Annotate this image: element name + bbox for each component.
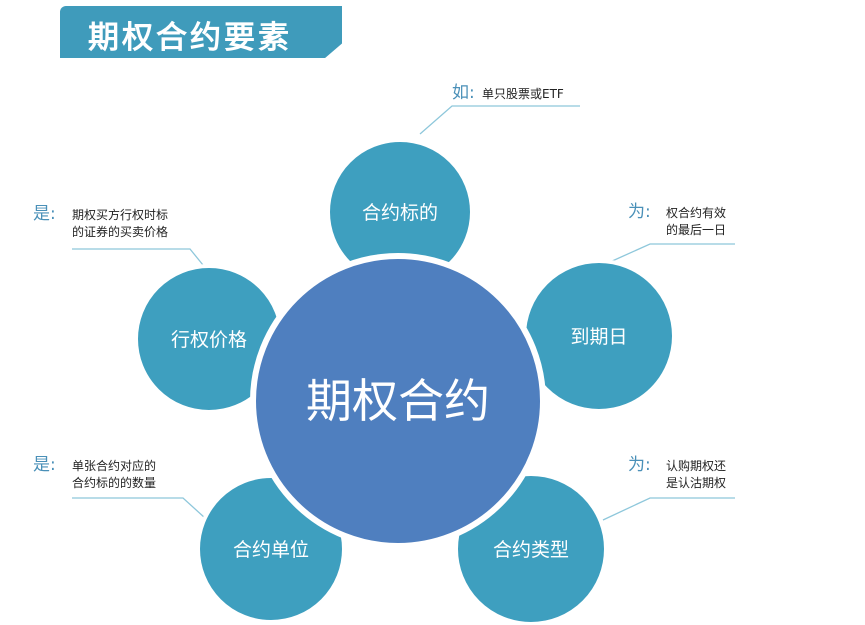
note-prefix-underlying: 如: [452,83,475,103]
node-label-unit: 合约单位 [233,539,309,561]
note-prefix-strike: 是: [33,204,56,224]
node-label-expiry: 到期日 [570,326,627,348]
center-node: 期权合约 [250,253,546,549]
note-prefix-expiry: 为: [628,202,651,222]
node-label-type: 合约类型 [493,539,569,561]
note-prefix-unit: 是: [33,455,56,475]
center-circle [250,253,546,549]
title-banner [60,6,342,58]
note-line-unit-1: 合约标的的数量 [72,475,156,490]
connector-strike [72,248,204,266]
connector-type [602,497,735,521]
connector-unit [72,497,206,519]
note-line-type-1: 是认沽期权 [666,476,726,490]
connector-lines [72,105,735,521]
note-line-expiry-1: 的最后一日 [666,222,726,237]
note-line-strike-0: 期权买方行权时标 [72,207,168,222]
note-line-underlying-0: 单只股票或ETF [482,87,564,101]
node-label-underlying: 合约标的 [362,202,438,224]
note-line-expiry-0: 权合约有效 [666,205,726,220]
node-strike: 行权价格 [134,264,284,414]
note-line-type-0: 认购期权还 [666,458,726,473]
note-line-unit-0: 单张合约对应的 [72,458,156,473]
node-label-strike: 行权价格 [171,329,247,351]
note-prefix-type: 为: [628,455,651,475]
center-label: 期权合约 [306,374,490,428]
note-line-strike-1: 的证券的买卖价格 [72,224,168,239]
annotations: 如:单只股票或ETF为:权合约有效的最后一日为:认购期权还是认沽期权是:单张合约… [33,83,726,490]
connector-underlying [419,105,580,135]
node-expiry: 到期日 [522,259,676,413]
diagram-title: 期权合约要素 [88,20,292,56]
connector-expiry [609,243,735,263]
